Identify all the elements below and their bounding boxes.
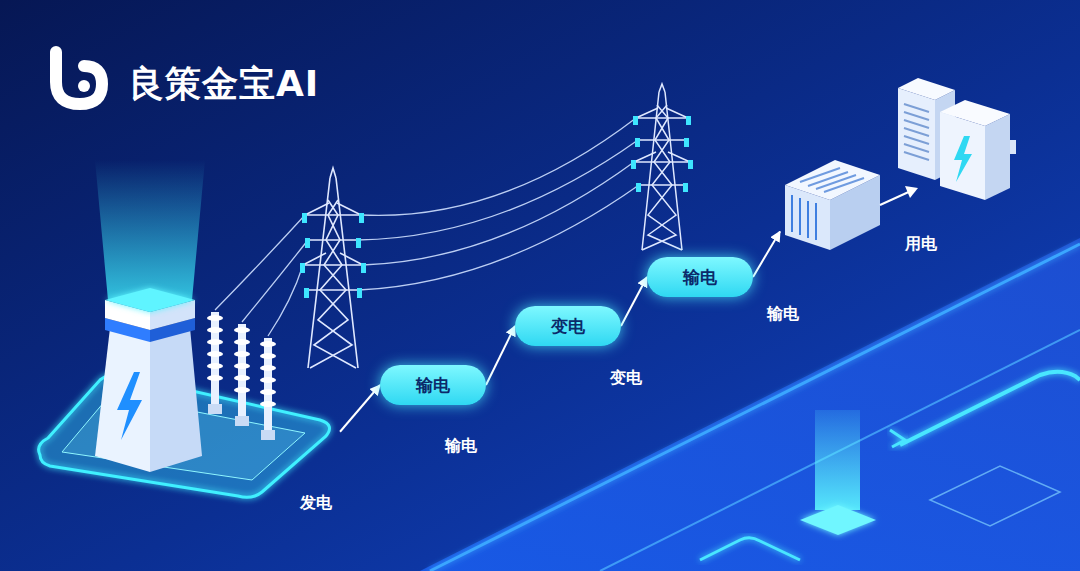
glow-outline <box>900 372 1080 445</box>
process-pill: 输电 <box>380 365 486 405</box>
flow-arrow <box>486 326 515 385</box>
stage-caption: 变电 <box>610 368 642 389</box>
vent-lines <box>800 168 864 192</box>
plant-top <box>105 288 195 312</box>
insulator <box>356 238 361 248</box>
step-label: 输电 <box>416 375 450 395</box>
server-cabinet <box>898 88 935 180</box>
insulator <box>633 116 638 125</box>
floor-edge <box>430 244 1080 571</box>
lightning-symbol <box>117 372 142 440</box>
insulator <box>636 183 641 192</box>
insulator <box>302 213 307 223</box>
flow-arrow <box>753 232 780 278</box>
flow-arrow <box>340 385 380 432</box>
server-cabinet <box>985 114 1010 200</box>
insulator <box>635 138 640 147</box>
tower-brace <box>642 105 676 250</box>
insulator <box>207 312 223 414</box>
insulator <box>357 288 362 298</box>
insulator <box>361 263 366 273</box>
plant-body <box>95 328 150 472</box>
server-handle <box>1010 140 1016 154</box>
power-wire <box>358 140 638 240</box>
server-cabinet <box>898 78 955 100</box>
stage-label: 用电 <box>905 234 937 255</box>
process-pill: 输电 <box>647 257 753 297</box>
plant-body <box>150 328 202 472</box>
tower-brace <box>648 105 682 250</box>
stage-label: 发电 <box>300 493 332 514</box>
power-wire <box>242 240 308 322</box>
process-pill: 变电 <box>515 306 621 346</box>
insulator <box>305 238 310 248</box>
illustration-zone: 发电 <box>40 290 340 515</box>
logo-icon <box>56 52 102 104</box>
insulator <box>234 324 250 426</box>
server-grill <box>904 104 929 160</box>
stage-caption: 输电 <box>767 304 799 325</box>
illustration-zone: 用电 <box>780 70 1040 260</box>
step-label: 变电 <box>551 316 585 336</box>
insulator <box>631 160 636 169</box>
insulator <box>683 183 688 192</box>
floor-panel <box>930 466 1060 526</box>
logo-text: 良策金宝AI <box>128 62 319 105</box>
server-cabinet <box>940 112 985 200</box>
insulator <box>686 116 691 125</box>
floor-band <box>420 238 1080 571</box>
glow-outline <box>700 538 800 560</box>
tower-insulators <box>300 213 366 298</box>
logo-icon <box>78 80 90 92</box>
floor-arrow <box>890 430 905 447</box>
insulator <box>684 138 689 147</box>
flow-arrow <box>621 277 647 326</box>
flow-arrowhead <box>905 186 918 198</box>
power-wire <box>363 162 634 265</box>
transformer-vents <box>792 168 864 240</box>
insulator <box>300 263 305 273</box>
power-wire <box>361 118 636 215</box>
insulator <box>304 288 309 298</box>
tower-legs <box>308 168 358 368</box>
tower-arms <box>303 203 363 265</box>
stage-caption: 输电 <box>445 436 477 457</box>
lightning-symbol <box>954 136 972 182</box>
power-wire <box>268 265 303 336</box>
transformer <box>785 160 880 200</box>
insulator <box>688 160 693 169</box>
step-label: 输电 <box>683 267 717 287</box>
tower-legs <box>642 84 682 250</box>
light-beam <box>95 160 205 300</box>
floor-line <box>600 330 1080 571</box>
vent-lines <box>792 195 816 240</box>
tower-insulators <box>631 116 693 192</box>
transmission-tower <box>303 168 363 368</box>
transmission-tower <box>634 84 690 250</box>
light-beam <box>815 410 860 510</box>
insulator <box>260 338 276 440</box>
insulator <box>359 213 364 223</box>
beam-base <box>800 505 876 535</box>
power-wires <box>215 118 639 336</box>
tower-arms <box>634 108 690 162</box>
server-cabinet <box>940 100 1010 126</box>
tower-brace <box>310 200 352 368</box>
power-wire <box>359 185 639 290</box>
